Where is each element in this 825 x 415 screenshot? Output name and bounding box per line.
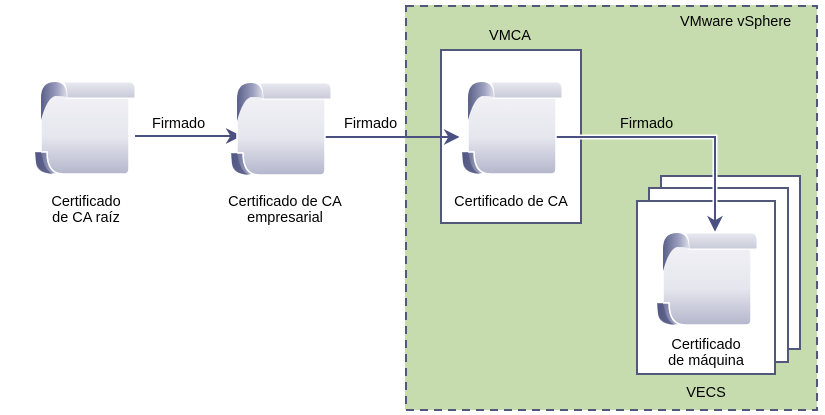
enterprise-ca-label-line2: empresarial xyxy=(247,210,323,226)
machine-cert-label-line1: Certificado xyxy=(671,337,741,353)
machine-cert-label-line2: de máquina xyxy=(668,353,744,369)
vmca-title: VMCA xyxy=(489,28,531,44)
edge-label-vmca-to-machine: Firmado xyxy=(620,116,674,132)
edge-vmca-to-machine xyxy=(554,134,723,232)
enterprise-ca-certificate-scroll-icon xyxy=(230,82,332,176)
vsphere-container-border xyxy=(405,5,818,411)
root-ca-label-line1: Certificado xyxy=(51,194,121,210)
edge-label-enterprise-to-vmca: Firmado xyxy=(344,116,398,132)
root-ca-certificate-scroll-icon xyxy=(34,81,136,175)
vmca-cert-label: Certificado de CA xyxy=(454,194,568,210)
vmca-certificate-scroll-icon xyxy=(461,81,563,175)
enterprise-ca-label-line1: Certificado de CA xyxy=(228,194,342,210)
vecs-title: VECS xyxy=(686,385,726,401)
root-ca-label-line2: de CA raíz xyxy=(52,210,120,226)
vsphere-title: VMware vSphere xyxy=(680,14,792,30)
edge-label-root-to-enterprise: Firmado xyxy=(152,116,206,132)
machine-certificate-scroll-icon xyxy=(656,232,758,326)
